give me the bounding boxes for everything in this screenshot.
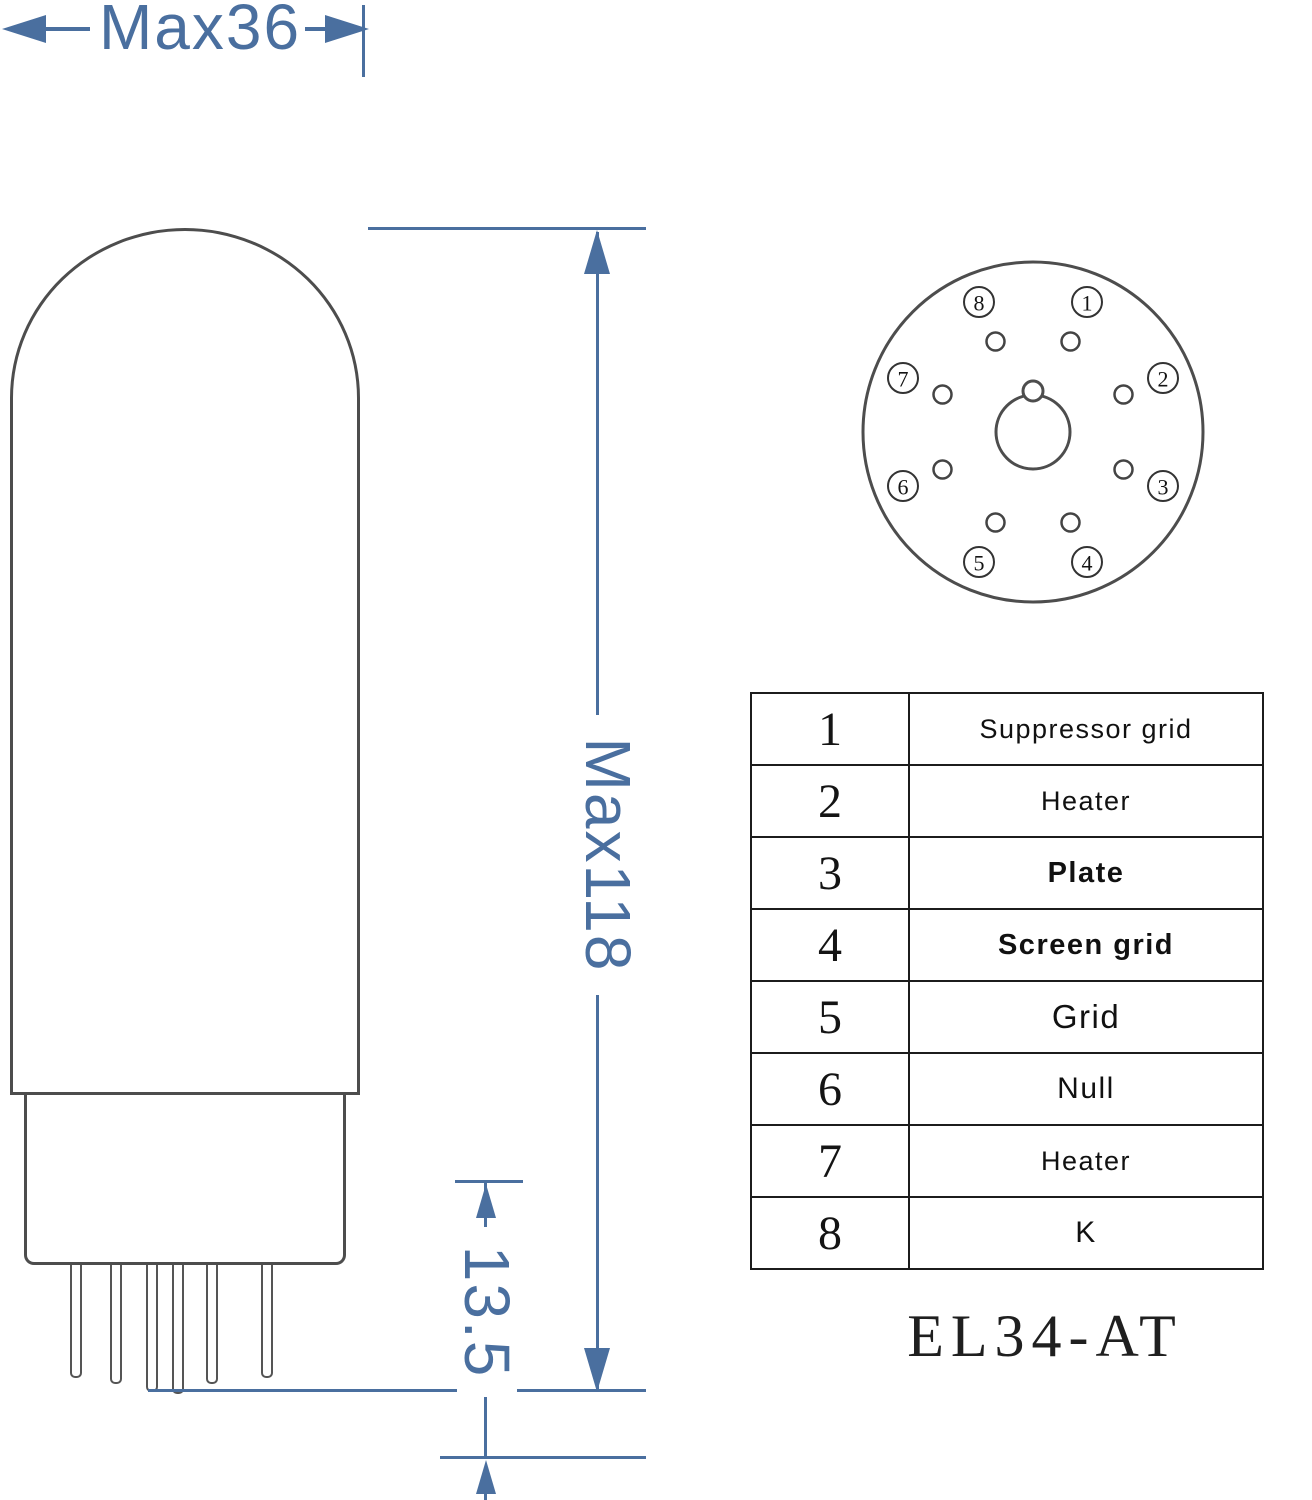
width-dimension-label: Max36 (98, 0, 302, 63)
table-row: 7 Heater (752, 1126, 1262, 1198)
pin-number-label: 5 (963, 546, 995, 578)
table-row: 2 Heater (752, 766, 1262, 838)
svg-text:7: 7 (898, 367, 909, 392)
table-row: 1 Suppressor grid (752, 694, 1262, 766)
svg-text:2: 2 (1158, 367, 1169, 392)
model-name: EL34-AT (907, 1303, 1183, 1369)
tube-pin (261, 1262, 273, 1378)
svg-text:1: 1 (1082, 291, 1093, 316)
pin-function: Grid (1051, 998, 1121, 1035)
extension-line (368, 227, 646, 230)
pin-function: K (1075, 1216, 1097, 1249)
pin-function: Null (1057, 1072, 1115, 1105)
svg-text:4: 4 (1082, 551, 1093, 576)
pin-number: 1 (752, 694, 910, 764)
socket-center-hole (994, 393, 1072, 471)
pin-number: 4 (752, 910, 910, 980)
pin-number-label: 6 (887, 470, 919, 502)
pin-number: 8 (752, 1198, 910, 1268)
pin-number-label: 7 (887, 362, 919, 394)
extension-line (440, 1456, 646, 1459)
pin-number-label: 8 (963, 286, 995, 318)
pin-hole (1113, 459, 1134, 480)
tube-pin (172, 1262, 184, 1394)
pin-number: 3 (752, 838, 910, 908)
height-dimension-label: Max118 (572, 715, 644, 995)
arrow-up-icon (476, 1460, 496, 1494)
pin-hole (932, 384, 953, 405)
socket-key-notch-icon (1021, 379, 1045, 403)
tube-base (24, 1095, 346, 1265)
extension-line (148, 1389, 646, 1392)
pin-function: Heater (1040, 785, 1132, 816)
socket-pinout-diagram: 1 2 3 4 5 6 7 8 (861, 260, 1205, 604)
svg-text:5: 5 (974, 551, 985, 576)
tube-pin (206, 1262, 218, 1384)
tube-pin (110, 1262, 122, 1384)
pin-hole (1060, 331, 1081, 352)
svg-text:8: 8 (974, 291, 985, 316)
tube-pin (70, 1262, 82, 1378)
arrow-up-icon (584, 230, 610, 274)
pin-hole (985, 512, 1006, 533)
pin-hole (1113, 384, 1134, 405)
pin-number-label: 4 (1071, 546, 1103, 578)
pin-function: Suppressor grid (979, 713, 1193, 744)
pin-number-label: 1 (1071, 286, 1103, 318)
pin-hole (1060, 512, 1081, 533)
arrow-left-icon (2, 15, 46, 43)
pin-function-table: 1 Suppressor grid 2 Heater 3 Plate 4 Scr… (750, 692, 1264, 1270)
svg-text:3: 3 (1158, 475, 1169, 500)
dimension-line (484, 1492, 487, 1500)
pin-number: 5 (752, 982, 910, 1052)
arrow-right-icon (325, 15, 369, 43)
pin-number: 2 (752, 766, 910, 836)
pin-function: Screen grid (997, 928, 1175, 961)
table-row: 3 Plate (752, 838, 1262, 910)
pin-dimension-label: 13.5 (451, 1227, 523, 1397)
pin-number: 7 (752, 1126, 910, 1196)
arrow-down-icon (584, 1348, 610, 1392)
table-row: 5 Grid (752, 982, 1262, 1054)
tube-glass-envelope (10, 228, 360, 1095)
table-row: 6 Null (752, 1054, 1262, 1126)
extension-line (455, 1180, 523, 1183)
pin-hole (932, 459, 953, 480)
pin-number-label: 3 (1147, 470, 1179, 502)
tube-pin (146, 1262, 158, 1392)
table-row: 4 Screen grid (752, 910, 1262, 982)
pin-number-label: 2 (1147, 362, 1179, 394)
pin-function: Heater (1040, 1145, 1132, 1176)
svg-text:6: 6 (898, 475, 909, 500)
pin-number: 6 (752, 1054, 910, 1124)
pin-hole (985, 331, 1006, 352)
extension-line (362, 5, 365, 77)
dimension-line (305, 27, 327, 31)
pin-function: Plate (1047, 856, 1125, 889)
table-row: 8 K (752, 1198, 1262, 1268)
dimension-line (44, 27, 90, 31)
